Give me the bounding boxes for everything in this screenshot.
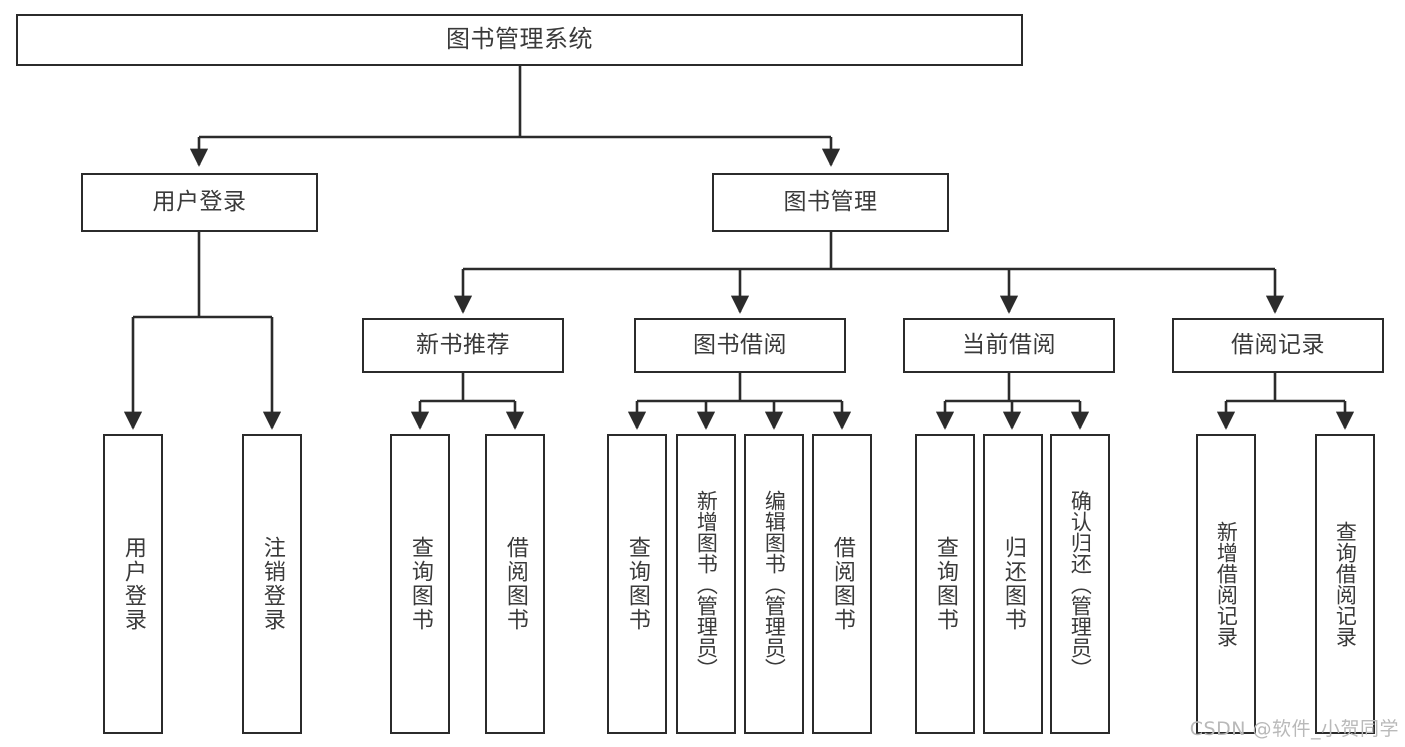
node-borrow-record-label: 借阅记录: [1231, 332, 1325, 359]
node-leaf-borrow-book-2[interactable]: 借阅图书: [812, 434, 872, 734]
node-leaf-logout-login-label: 注销登录: [259, 536, 285, 632]
node-user-login-label: 用户登录: [152, 189, 247, 216]
node-book-borrow-label: 图书借阅: [693, 332, 787, 359]
csdn-watermark: CSDN @软件_小贺同学: [1189, 718, 1399, 740]
node-leaf-add-book[interactable]: 新增图书（管理员）: [676, 434, 736, 734]
node-leaf-query-record-label: 查询借阅记录: [1333, 521, 1358, 647]
node-leaf-confirm-return[interactable]: 确认归还（管理员）: [1050, 434, 1110, 734]
node-leaf-query-book-2[interactable]: 查询图书: [607, 434, 667, 734]
node-leaf-edit-book[interactable]: 编辑图书（管理员）: [744, 434, 804, 734]
node-leaf-borrow-book-1-label: 借阅图书: [502, 536, 528, 632]
node-new-book-recommend-label: 新书推荐: [416, 332, 510, 359]
node-new-book-recommend[interactable]: 新书推荐: [362, 318, 564, 373]
node-leaf-query-book-2-label: 查询图书: [624, 536, 650, 632]
node-leaf-add-record-label: 新增借阅记录: [1214, 521, 1239, 647]
node-leaf-user-login[interactable]: 用户登录: [103, 434, 163, 734]
node-book-manage[interactable]: 图书管理: [712, 173, 949, 232]
node-leaf-return-book-label: 归还图书: [1000, 536, 1026, 632]
node-leaf-query-record[interactable]: 查询借阅记录: [1315, 434, 1375, 734]
node-leaf-borrow-book-2-label: 借阅图书: [829, 536, 855, 632]
node-root-book-management-system[interactable]: 图书管理系统: [16, 14, 1023, 66]
node-user-login[interactable]: 用户登录: [81, 173, 318, 232]
node-leaf-add-record[interactable]: 新增借阅记录: [1196, 434, 1256, 734]
node-leaf-query-book-3[interactable]: 查询图书: [915, 434, 975, 734]
node-borrow-record[interactable]: 借阅记录: [1172, 318, 1384, 373]
node-root-label: 图书管理系统: [446, 25, 593, 54]
node-current-borrow-label: 当前借阅: [962, 332, 1056, 359]
node-book-manage-label: 图书管理: [783, 189, 878, 216]
node-leaf-return-book[interactable]: 归还图书: [983, 434, 1043, 734]
node-leaf-confirm-return-label: 确认归还（管理员）: [1068, 489, 1093, 679]
node-leaf-edit-book-label: 编辑图书（管理员）: [762, 489, 787, 679]
node-leaf-logout-login[interactable]: 注销登录: [242, 434, 302, 734]
node-book-borrow[interactable]: 图书借阅: [634, 318, 846, 373]
node-leaf-query-book-1[interactable]: 查询图书: [390, 434, 450, 734]
node-leaf-user-login-label: 用户登录: [120, 536, 146, 632]
node-leaf-query-book-1-label: 查询图书: [407, 536, 433, 632]
node-leaf-borrow-book-1[interactable]: 借阅图书: [485, 434, 545, 734]
node-current-borrow[interactable]: 当前借阅: [903, 318, 1115, 373]
node-leaf-add-book-label: 新增图书（管理员）: [694, 489, 719, 679]
node-leaf-query-book-3-label: 查询图书: [932, 536, 958, 632]
